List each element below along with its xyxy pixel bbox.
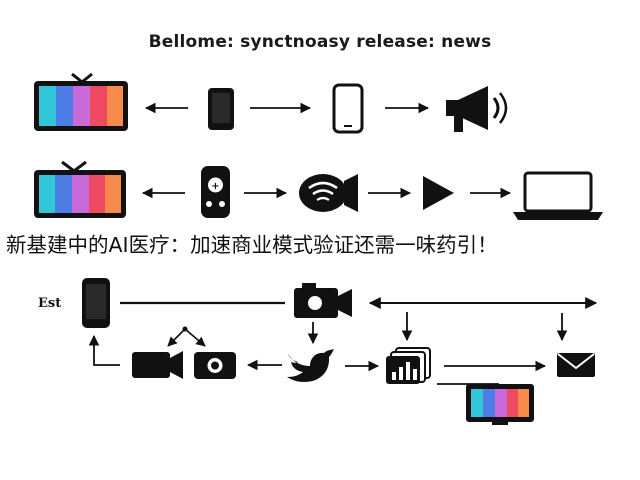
smartphone-icon	[82, 278, 110, 328]
svg-text:+: +	[211, 181, 219, 192]
video-camera-icon	[294, 283, 352, 318]
laptop-icon	[513, 171, 603, 220]
megaphone-icon	[446, 86, 508, 132]
tv-icon	[466, 384, 534, 425]
bar-chart-icon	[386, 347, 431, 384]
caption-text: 新基建中的AI医疗：加速商业模式验证还需一味药引！	[6, 233, 498, 257]
envelope-icon	[557, 353, 595, 377]
fork-connector	[167, 326, 206, 347]
smartphone-icon	[208, 88, 234, 130]
arrow-phone-loop	[88, 334, 120, 366]
diagram-title: Bellome: synctnoasy release: news	[148, 32, 492, 52]
remote-control-icon: +	[201, 166, 230, 218]
play-icon	[423, 176, 454, 210]
row-label: Est	[38, 296, 62, 311]
bird-icon	[287, 349, 334, 382]
streaming-icon	[299, 174, 358, 212]
camera-icon	[194, 352, 236, 379]
video-camera-icon	[132, 351, 183, 379]
smartphone-outline-icon	[332, 83, 364, 134]
tv-icon	[34, 160, 126, 218]
tv-icon	[34, 72, 128, 131]
